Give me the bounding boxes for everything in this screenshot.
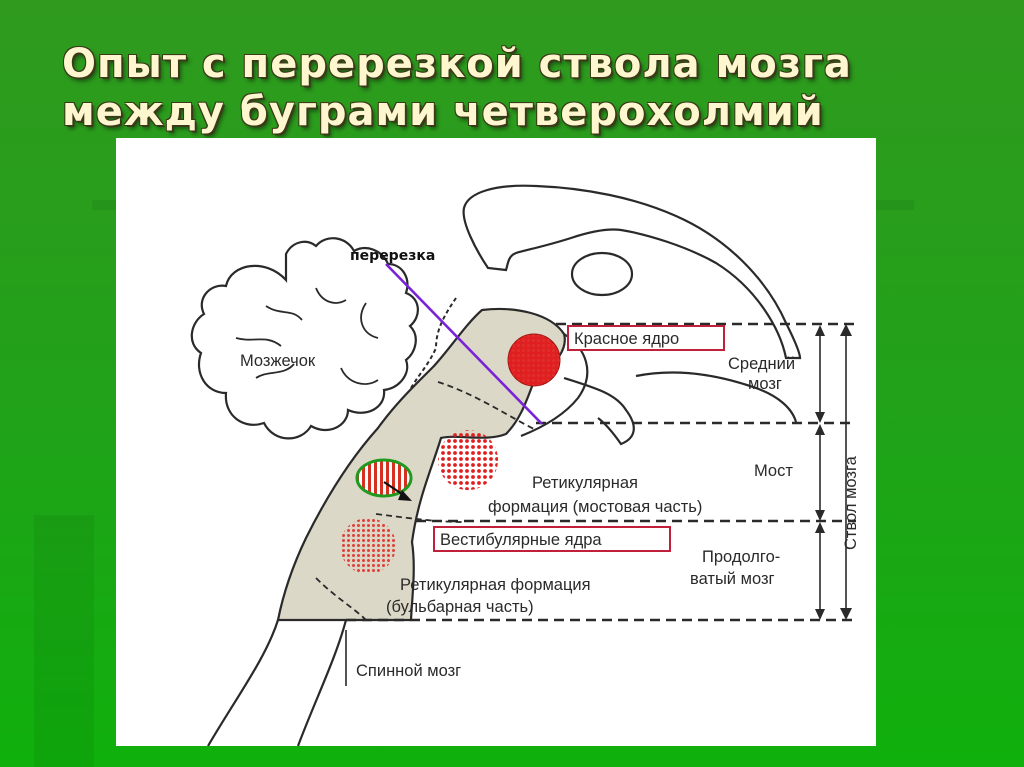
medulla-arrow-top	[815, 522, 825, 533]
spinal-cord-left	[207, 619, 280, 746]
spinal-cord-label: Спинной мозг	[356, 662, 461, 680]
vestibular-arrow-head	[398, 490, 412, 501]
brainstem-diagram: перерезка Мозжечок Красное ядро Средний …	[116, 138, 876, 746]
red-nucleus-label-frame	[567, 325, 725, 351]
internal-division-1	[437, 381, 537, 431]
medulla-label-2: ватый мозг	[690, 570, 775, 588]
midbrain-label-2: мозг	[748, 375, 782, 393]
midbrain-arrow-bottom	[815, 412, 825, 423]
red-nucleus-texture	[508, 334, 560, 386]
medulla-arrow-bottom	[815, 609, 825, 620]
thalamus-oval	[570, 251, 634, 297]
brainstem-arrow-bottom	[840, 608, 852, 620]
reticular-bulbar-label-2: (бульбарная часть)	[386, 598, 534, 616]
brainstem-arrow-top	[840, 324, 852, 336]
title-line-1: Опыт с перерезкой ствола мозга	[62, 41, 852, 87]
fourth-ventricle-outline	[409, 297, 457, 391]
internal-division-2	[375, 513, 465, 523]
pons-arrow-top	[815, 424, 825, 435]
medulla-label-1: Продолго-	[702, 548, 780, 566]
cut-line	[385, 263, 543, 425]
hypothalamus-contour	[563, 371, 798, 446]
internal-division-3	[315, 577, 367, 621]
reticular-bulbar-label-1: Ретикулярная формация	[400, 576, 591, 594]
reticular-formation-pons	[438, 430, 498, 490]
cerebellum-label: Мозжечок	[240, 352, 316, 370]
cerebellum	[190, 237, 419, 440]
vestibular-label-frame	[433, 526, 671, 552]
brainstem-label: Ствол мозга	[842, 455, 860, 550]
cerebellum-folia	[235, 287, 379, 385]
pons-label: Мост	[754, 462, 793, 480]
cut-label: перерезка	[350, 248, 435, 264]
vestibular-nuclei	[355, 458, 413, 498]
title-line-2: между буграми четверохолмий	[62, 89, 824, 135]
spinal-cord-right	[296, 619, 348, 746]
vestibular-label: Вестибулярные ядра	[440, 531, 602, 549]
red-nucleus-label: Красное ядро	[574, 330, 679, 348]
reticular-pons-label-1: Ретикулярная	[532, 474, 638, 492]
reticular-pons-label-2: формация (мостовая часть)	[488, 498, 702, 516]
cerebrum-outline	[462, 184, 802, 360]
diagram-canvas: перерезка Мозжечок Красное ядро Средний …	[190, 184, 860, 746]
pons-arrow-bottom	[815, 510, 825, 521]
midbrain-label-1: Средний	[728, 355, 795, 373]
page-title: Опыт с перерезкой ствола мозга между буг…	[62, 40, 852, 136]
midbrain-arrow-top	[815, 325, 825, 336]
reticular-formation-bulbar	[340, 518, 396, 574]
slide-decoration	[34, 515, 94, 767]
